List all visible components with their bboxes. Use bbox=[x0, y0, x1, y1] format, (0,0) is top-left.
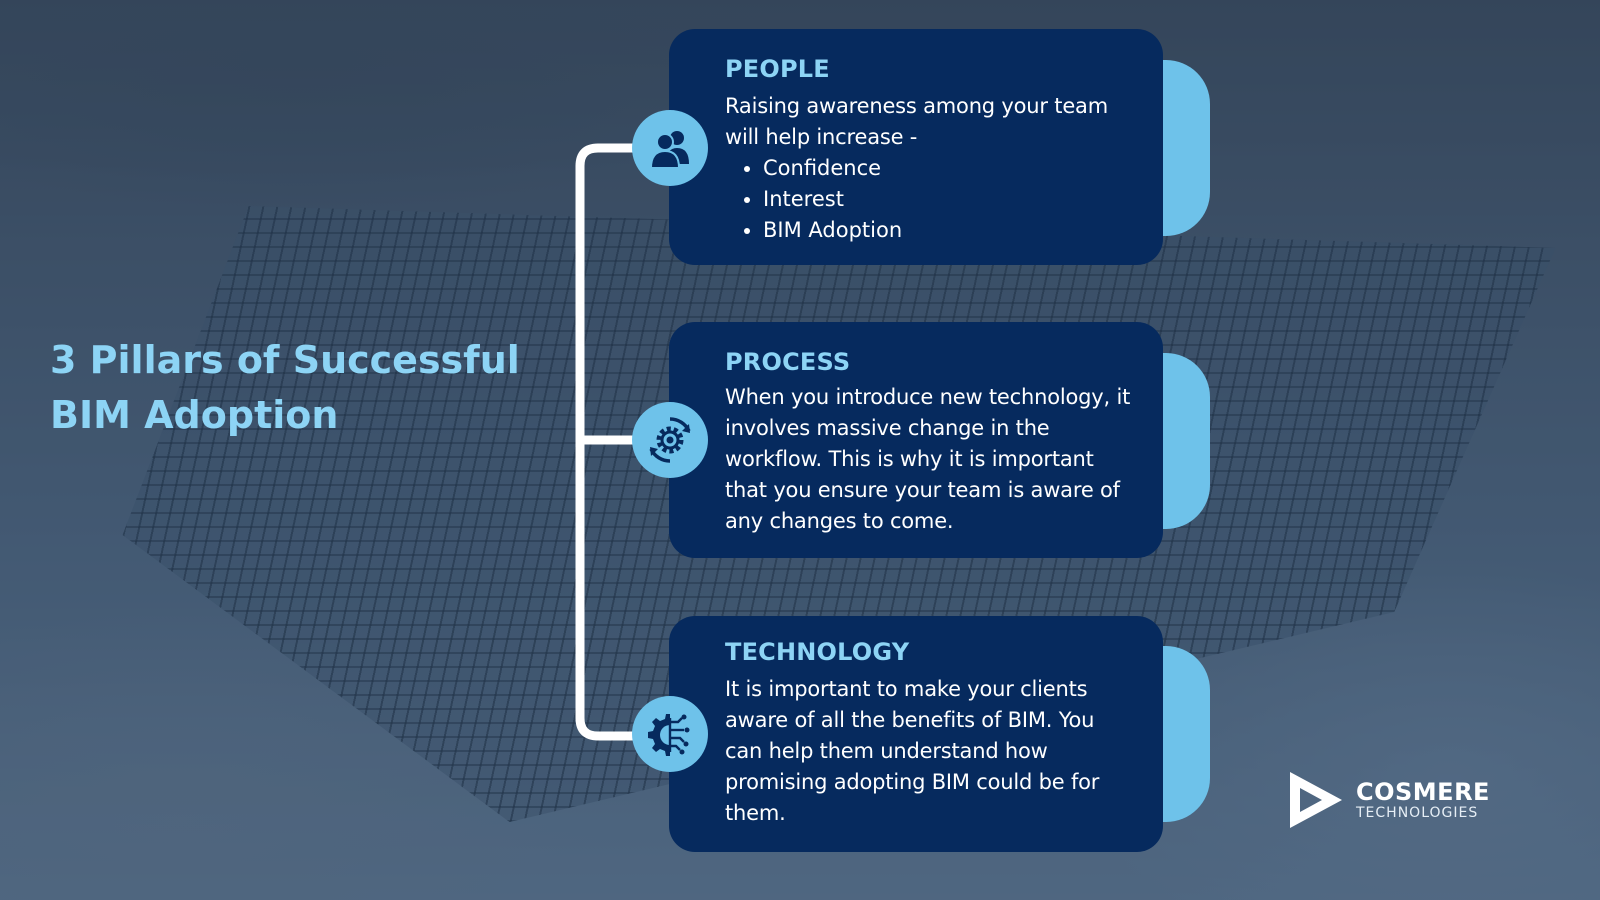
process-card: PROCESS When you introduce new technolog… bbox=[669, 322, 1163, 558]
process-heading: PROCESS bbox=[725, 348, 851, 376]
technology-card: TECHNOLOGY It is important to make your … bbox=[669, 616, 1163, 852]
list-item: Confidence bbox=[763, 153, 1137, 184]
list-item: BIM Adoption bbox=[763, 215, 1137, 246]
people-bullet-list: Confidence Interest BIM Adoption bbox=[725, 153, 1137, 246]
people-icon bbox=[632, 110, 708, 186]
people-text: Raising awareness among your team will h… bbox=[725, 94, 1108, 149]
people-card: PEOPLE Raising awareness among your team… bbox=[669, 29, 1163, 265]
gear-cycle-icon bbox=[632, 402, 708, 478]
page-title: 3 Pillars of Successful BIM Adoption bbox=[50, 338, 520, 437]
technology-text: It is important to make your clients awa… bbox=[725, 677, 1100, 825]
connector-bracket bbox=[575, 143, 645, 741]
logo-brand: COSMERE bbox=[1356, 778, 1490, 806]
people-heading: PEOPLE bbox=[725, 55, 830, 83]
list-item: Interest bbox=[763, 184, 1137, 215]
technology-heading: TECHNOLOGY bbox=[725, 638, 910, 666]
process-text: When you introduce new technology, it in… bbox=[725, 385, 1131, 533]
company-logo: COSMERE TECHNOLOGIES bbox=[1286, 768, 1490, 832]
logo-subtitle: TECHNOLOGIES bbox=[1356, 805, 1479, 821]
play-triangle-logo-icon bbox=[1290, 772, 1342, 828]
gear-circuit-icon bbox=[632, 696, 708, 772]
